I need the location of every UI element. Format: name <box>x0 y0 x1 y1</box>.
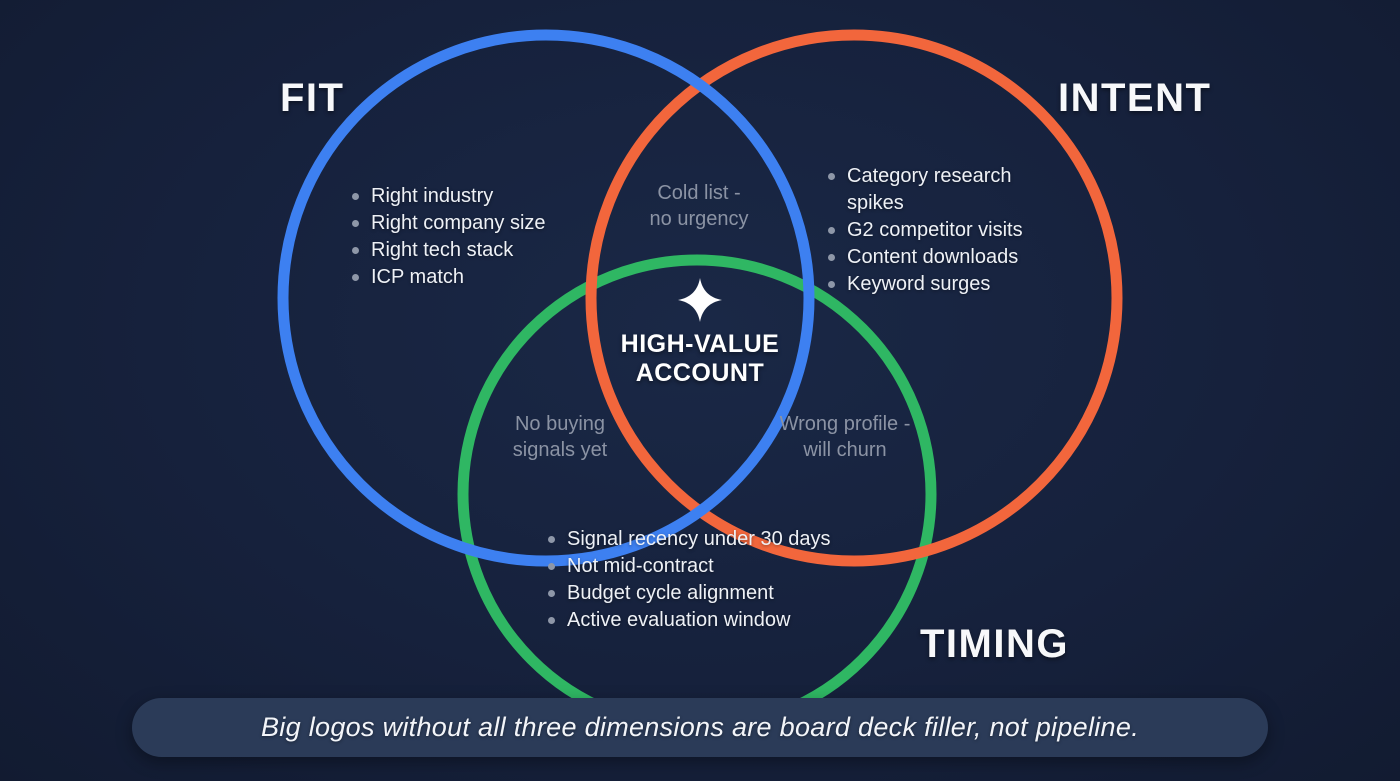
bullet-dot <box>352 193 359 200</box>
bullet-dot <box>352 247 359 254</box>
list-item-label: Keyword surges <box>847 273 991 295</box>
list-item: Content downloads <box>828 244 1024 271</box>
bullet-dot <box>828 254 835 261</box>
fit-criteria-list: Right industry Right company size Right … <box>352 183 592 291</box>
sparkle-icon <box>678 278 722 322</box>
intent-circle <box>585 29 1123 567</box>
list-item-label: Budget cycle alignment <box>567 582 774 604</box>
overlap-fit-intent-label: Cold list - no urgency <box>649 182 749 230</box>
bullet-dot <box>828 281 835 288</box>
list-item-label: Active evaluation window <box>567 609 791 631</box>
center-group: HIGH-VALUE ACCOUNT <box>590 276 810 388</box>
list-item: Category research spikes <box>828 163 1024 217</box>
bullet-dot <box>352 220 359 227</box>
intent-criteria-list: Category research spikes G2 competitor v… <box>828 163 1024 298</box>
center-title: HIGH-VALUE ACCOUNT <box>620 330 780 387</box>
list-item-label: Not mid-contract <box>567 555 714 577</box>
bullet-dot <box>828 173 835 180</box>
list-item: G2 competitor visits <box>828 217 1024 244</box>
fit-label: FIT <box>280 76 345 120</box>
list-item-label: Content downloads <box>847 246 1019 268</box>
bullet-dot <box>548 617 555 624</box>
list-item: Right tech stack <box>352 237 592 264</box>
intent-label: INTENT <box>1058 76 1212 120</box>
list-item-label: Category research spikes <box>847 165 1012 214</box>
list-item-label: Right tech stack <box>371 239 514 261</box>
list-item-label: ICP match <box>371 266 464 288</box>
bullet-dot <box>828 227 835 234</box>
timing-criteria-list: Signal recency under 30 days Not mid-con… <box>548 526 868 634</box>
list-item-label: G2 competitor visits <box>847 219 1023 241</box>
overlap-fit-timing-label: No buying signals yet <box>512 413 608 461</box>
list-item: ICP match <box>352 264 592 291</box>
bullet-dot <box>548 536 555 543</box>
list-item-label: Right industry <box>371 185 494 207</box>
bullet-dot <box>548 563 555 570</box>
takeaway-banner: Big logos without all three dimensions a… <box>132 698 1268 757</box>
list-item: Budget cycle alignment <box>548 580 868 607</box>
list-item: Not mid-contract <box>548 553 868 580</box>
bullet-dot <box>352 274 359 281</box>
list-item: Right industry <box>352 183 592 210</box>
fit-circle <box>277 29 815 567</box>
list-item: Right company size <box>352 210 592 237</box>
list-item: Active evaluation window <box>548 607 868 634</box>
list-item-label: Signal recency under 30 days <box>567 528 831 550</box>
timing-label: TIMING <box>920 622 1069 666</box>
overlap-intent-timing-label: Wrong profile - will churn <box>779 413 911 461</box>
list-item-label: Right company size <box>371 212 546 234</box>
takeaway-text: Big logos without all three dimensions a… <box>261 712 1139 742</box>
list-item: Signal recency under 30 days <box>548 526 868 553</box>
list-item: Keyword surges <box>828 271 1024 298</box>
bullet-dot <box>548 590 555 597</box>
